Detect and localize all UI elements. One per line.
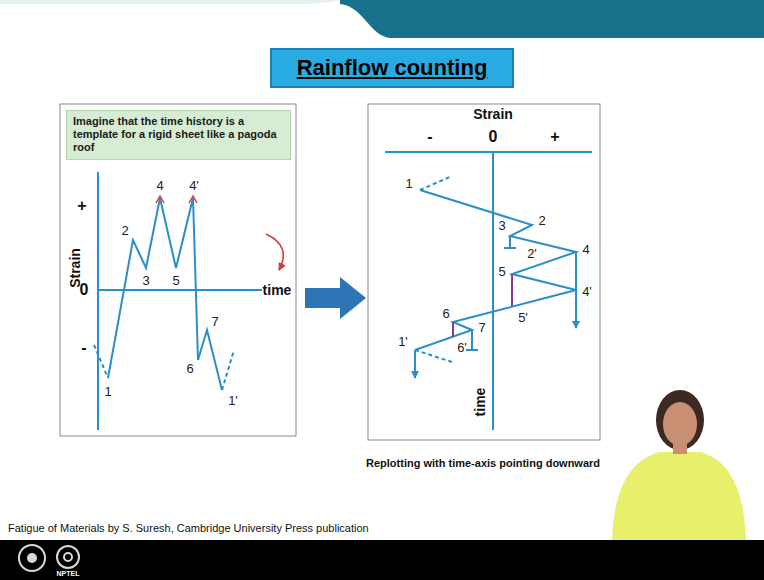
replotted-history bbox=[415, 190, 576, 350]
presenter-face bbox=[663, 402, 697, 446]
point-label: 7 bbox=[478, 321, 485, 335]
rain-flow bbox=[452, 322, 454, 337]
point-label: 4 bbox=[156, 179, 163, 193]
point-label: 1' bbox=[398, 335, 408, 349]
rain-stop bbox=[509, 236, 511, 248]
time-axis bbox=[98, 289, 262, 291]
axis-sign: + bbox=[77, 197, 86, 215]
axis-sign: + bbox=[550, 128, 559, 146]
point-label: 6 bbox=[442, 307, 449, 321]
axis-zero: 0 bbox=[80, 281, 89, 299]
point-label: 6 bbox=[186, 362, 193, 376]
logo bbox=[19, 545, 45, 571]
rain-drop bbox=[414, 350, 416, 378]
point-label: 3 bbox=[498, 219, 505, 233]
logo-text: NPTEL bbox=[57, 570, 80, 578]
strain-axis bbox=[385, 151, 592, 153]
history-dash bbox=[94, 345, 108, 378]
peak-mark bbox=[156, 196, 164, 203]
axis-zero: 0 bbox=[489, 128, 498, 146]
block-arrow bbox=[305, 277, 366, 319]
axis-title: Strain bbox=[473, 107, 513, 122]
rain-stop bbox=[466, 349, 478, 351]
point-label: 4 bbox=[582, 243, 589, 257]
source-note: Fatigue of Materials by S. Suresh, Cambr… bbox=[8, 522, 369, 534]
logo bbox=[57, 546, 79, 568]
rain-stop bbox=[471, 330, 473, 350]
peak-mark bbox=[189, 196, 197, 203]
point-label: 3 bbox=[142, 274, 149, 288]
rotate-arrow bbox=[266, 234, 283, 270]
rain-drop bbox=[575, 252, 577, 328]
axis-sign: - bbox=[427, 128, 432, 146]
point-label: 1 bbox=[104, 385, 111, 399]
point-label: 5 bbox=[498, 265, 505, 279]
left-panel bbox=[60, 104, 296, 436]
note-box: Imagine that the time history is a templ… bbox=[66, 110, 291, 160]
point-label: 7 bbox=[211, 315, 218, 329]
point-label: 2 bbox=[538, 214, 545, 228]
point-label: 6' bbox=[457, 341, 467, 355]
header-strip bbox=[0, 0, 340, 4]
title-box: Rainflow counting bbox=[270, 48, 514, 88]
strain-history bbox=[108, 198, 222, 390]
header-bar bbox=[340, 0, 764, 38]
strain-axis bbox=[97, 172, 99, 430]
rain-stop bbox=[504, 247, 516, 249]
presenter-body bbox=[612, 452, 746, 540]
point-label: 5 bbox=[172, 274, 179, 288]
logo bbox=[27, 553, 37, 563]
rain-flow bbox=[511, 274, 513, 306]
right-panel bbox=[368, 104, 600, 440]
axis-title: time bbox=[473, 388, 488, 417]
presenter-hair bbox=[656, 390, 704, 450]
footer-bar bbox=[0, 540, 764, 580]
title-text: Rainflow counting bbox=[297, 55, 488, 81]
history-dash bbox=[415, 350, 452, 362]
point-label: 2' bbox=[527, 247, 537, 261]
logo bbox=[64, 553, 72, 561]
note-text: Imagine that the time history is a templ… bbox=[73, 115, 284, 155]
point-label: 2 bbox=[121, 224, 128, 238]
point-label: 1' bbox=[228, 394, 238, 408]
axis-sign: - bbox=[81, 339, 86, 357]
point-label: 4' bbox=[582, 285, 592, 299]
axis-title: time bbox=[263, 283, 292, 298]
figure-caption: Replotting with time-axis pointing downw… bbox=[366, 457, 600, 469]
presenter-neck bbox=[673, 442, 687, 454]
history-dash bbox=[420, 176, 452, 190]
point-label: 1 bbox=[405, 177, 412, 191]
point-label: 4' bbox=[189, 179, 199, 193]
time-axis bbox=[492, 152, 494, 430]
point-label: 5' bbox=[518, 311, 528, 325]
history-dash bbox=[222, 350, 234, 390]
